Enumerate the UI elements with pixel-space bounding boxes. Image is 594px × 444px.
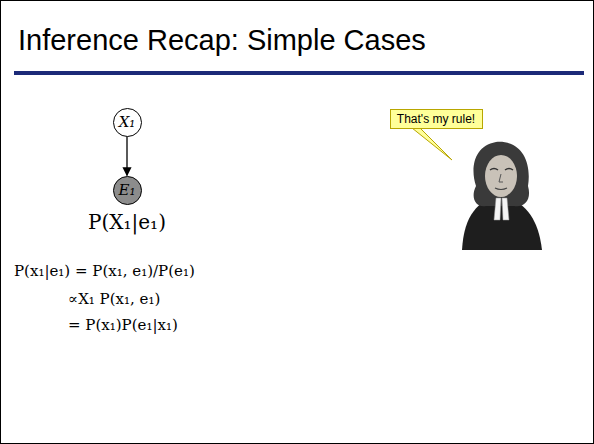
portrait-nose [499,174,503,182]
portrait-collar [494,198,509,220]
slide-title: Inference Recap: Simple Cases [18,24,426,57]
node-text: E₁ [119,181,136,199]
portrait-face [485,155,517,197]
evidence-node: E₁ [113,176,142,205]
portrait-eyes [490,169,513,171]
node-text: X₁ [119,113,136,131]
equation-line: ∝X₁ P(x₁, e₁) [68,290,160,308]
speech-bubble: That's my rule! [390,109,483,129]
query-expression: P(X₁|e₁) [88,210,166,234]
title-rule [14,71,584,75]
bayes-portrait [457,140,543,250]
variable-node: X₁ [113,108,142,137]
dependency-arrow [126,137,127,176]
bubble-tail [412,128,452,160]
portrait-ground [457,140,543,250]
equation-line: = P(x₁)P(e₁|x₁) [68,316,178,334]
portrait-hair [473,142,529,206]
portrait-mouth [495,188,507,190]
node-text: That's my rule! [397,112,475,126]
equation-line: P(x₁|e₁) = P(x₁, e₁)/P(e₁) [14,262,195,280]
